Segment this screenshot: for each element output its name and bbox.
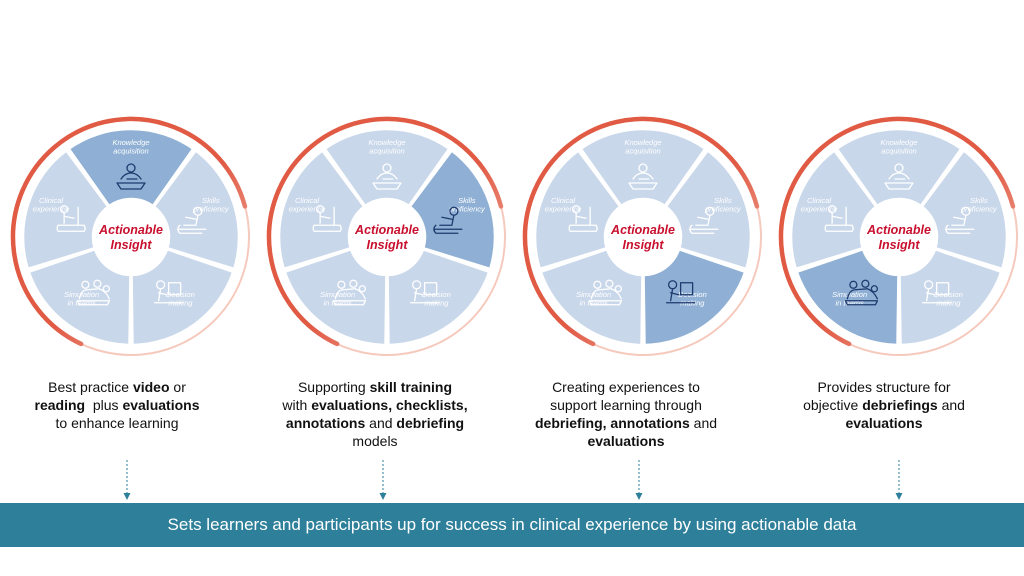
clinical-icon <box>568 205 598 232</box>
center-hub <box>351 201 423 273</box>
segment-clinical <box>277 148 366 271</box>
dashed-arrow-1 <box>123 460 131 500</box>
dashed-arrow-3 <box>635 460 643 500</box>
decision-icon <box>153 280 184 304</box>
description-3: Creating experiences to support learning … <box>511 378 741 450</box>
decision-icon <box>921 280 952 304</box>
skills-icon <box>945 206 975 234</box>
description-2: Supporting skill training with evaluation… <box>260 378 490 450</box>
skills-icon <box>433 206 463 234</box>
segment-clinical <box>21 148 110 271</box>
description-line: evaluations <box>587 433 665 449</box>
description-line: Best practice video or <box>48 379 186 395</box>
segment-skills <box>152 148 241 271</box>
knowledge-icon <box>116 163 146 190</box>
outer-ring-arc <box>10 116 248 347</box>
segment-knowledge <box>67 127 195 208</box>
banner-text: Sets learners and participants up for su… <box>167 515 857 534</box>
clinical-icon <box>56 205 86 232</box>
clinical-icon <box>824 205 854 232</box>
description-1: Best practice video or reading plus evalu… <box>2 378 232 432</box>
description-line: Creating experiences to <box>552 379 700 395</box>
segment-knowledge <box>323 127 451 208</box>
description-line: evaluations <box>845 415 923 431</box>
segment-skills <box>664 148 753 271</box>
decision-icon <box>409 280 440 304</box>
outer-ring-arc <box>778 116 1016 347</box>
simulation-icon <box>588 279 623 306</box>
knowledge-icon <box>372 163 402 190</box>
segment-skills <box>408 148 497 271</box>
segment-knowledge <box>835 127 963 208</box>
center-hub <box>863 201 935 273</box>
center-hub <box>95 201 167 273</box>
description-4: Provides structure for objective debriefi… <box>769 378 999 432</box>
description-line: support learning through <box>550 397 702 413</box>
description-line: annotations and debriefing <box>285 415 465 431</box>
knowledge-icon <box>884 163 914 190</box>
description-line: objective debriefings and <box>803 397 965 413</box>
description-line: to enhance learning <box>55 415 179 431</box>
description-line: debriefing, annotations and <box>534 415 718 431</box>
center-hub <box>607 201 679 273</box>
description-line: Supporting skill training <box>297 379 453 395</box>
segment-decision <box>130 247 235 347</box>
segment-clinical <box>789 148 878 271</box>
bottom-banner: Sets learners and participants up for su… <box>0 503 1024 547</box>
simulation-icon <box>76 279 111 306</box>
knowledge-icon <box>628 163 658 190</box>
segment-clinical <box>533 148 622 271</box>
segment-knowledge <box>579 127 707 208</box>
description-line: models <box>352 433 398 449</box>
skills-icon <box>177 206 207 234</box>
segment-decision <box>386 247 491 347</box>
decision-icon <box>665 280 696 304</box>
dashed-arrow-2 <box>379 460 387 500</box>
segment-decision <box>898 247 1003 347</box>
outer-ring-arc <box>266 116 504 347</box>
description-line: reading plus evaluations <box>34 397 200 413</box>
simulation-icon <box>332 279 367 306</box>
segment-decision <box>642 247 747 347</box>
skills-icon <box>689 206 719 234</box>
clinical-icon <box>312 205 342 232</box>
segment-skills <box>920 148 1009 271</box>
outer-ring-arc <box>522 116 760 347</box>
dashed-arrow-4 <box>895 460 903 500</box>
description-line: Provides structure for <box>817 379 951 395</box>
description-line: with evaluations, checklists, <box>282 397 468 413</box>
simulation-icon <box>844 279 879 306</box>
